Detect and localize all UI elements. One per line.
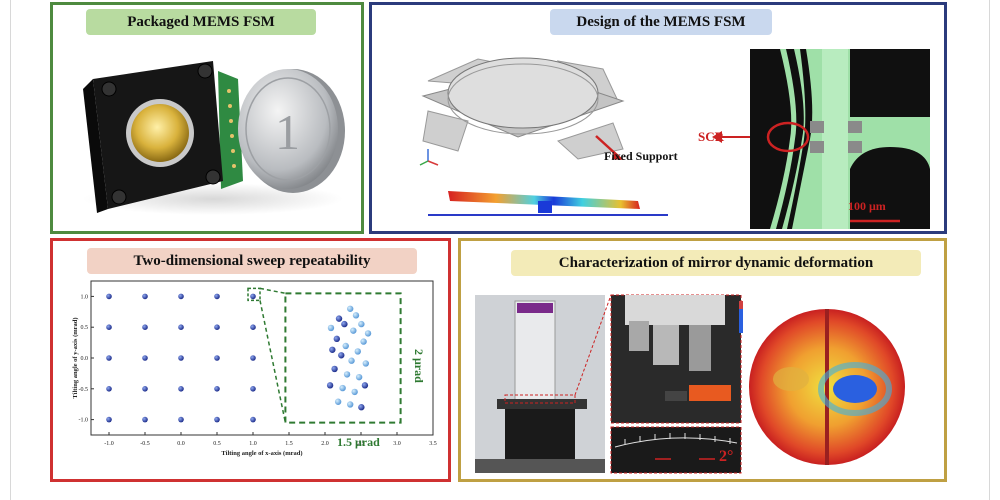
- panel-packaged-fsm: Packaged MEMS FSM 1: [50, 2, 364, 234]
- scatter-point: [178, 293, 184, 300]
- x-tick-label: -0.5: [140, 441, 150, 447]
- zoom-height-label: 2 μrad: [412, 349, 426, 383]
- scatter-point: [250, 293, 256, 300]
- x-tick-label: 3.5: [429, 441, 437, 447]
- scatter-point: [106, 386, 112, 392]
- scatter-point: [214, 355, 220, 361]
- panel-title-sweep: Two-dimensional sweep repeatability: [87, 248, 417, 274]
- panel-title-design: Design of the MEMS FSM: [550, 9, 772, 35]
- page-frame: [10, 0, 990, 500]
- scatter-point: [142, 324, 148, 330]
- scatter-point: [214, 293, 220, 300]
- fsm-micrograph: [750, 49, 930, 229]
- y-tick-label: -1.0: [79, 418, 89, 424]
- scatter-point: [250, 386, 256, 392]
- zoom-scatter-point: [341, 320, 348, 328]
- zoom-scatter-point: [355, 373, 363, 381]
- scatter-point: [178, 386, 184, 392]
- coin-digit: 1: [275, 104, 300, 160]
- zoom-scatter-point: [339, 384, 346, 392]
- x-tick-label: 1.5: [285, 441, 293, 447]
- zoom-scatter-point: [342, 342, 349, 350]
- zoom-scatter-point: [360, 338, 367, 345]
- scr-arrow: [712, 131, 750, 143]
- scatter-point: [106, 293, 112, 300]
- zoom-scatter-point: [331, 365, 338, 373]
- zoom-scatter-point: [361, 382, 369, 389]
- scatter-point: [214, 324, 220, 330]
- scatter-point: [178, 416, 184, 423]
- zoom-scatter-point: [334, 398, 342, 405]
- zoom-scatter-point: [362, 360, 370, 367]
- zoom-connector: [259, 300, 287, 423]
- zoom-scatter-point: [338, 352, 345, 359]
- x-tick-label: 3.0: [393, 441, 401, 447]
- panel-sweep-repeatability: Two-dimensional sweep repeatability -1.0…: [50, 238, 451, 482]
- zoom-width-label: 1.5 μrad: [337, 435, 380, 449]
- zoom-scatter-point: [346, 401, 354, 408]
- packaged-fsm-photo: 1: [83, 61, 345, 215]
- y-tick-label: 0.5: [81, 325, 89, 331]
- scatter-point: [142, 355, 148, 361]
- y-tick-label: 0.0: [81, 356, 89, 362]
- scatter-point: [178, 324, 184, 330]
- x-tick-label: 2.5: [357, 441, 365, 447]
- zoom-scatter-point: [327, 324, 335, 332]
- dynamic-setup-photos: [475, 294, 905, 474]
- zoom-connector: [259, 287, 286, 295]
- scatter-point: [142, 386, 148, 392]
- panel-dynamic-deformation: Characterization of mirror dynamic defor…: [458, 238, 947, 482]
- scr-label: SCR: [698, 129, 725, 144]
- zoom-scatter-point: [364, 330, 372, 337]
- x-tick-label: 1.0: [249, 441, 257, 447]
- zoom-scatter-point: [343, 371, 351, 378]
- zoom-scatter-point: [333, 335, 340, 343]
- scatter-point: [142, 293, 148, 300]
- fsm-3d-model: [419, 57, 668, 216]
- scatter-point: [250, 416, 256, 423]
- x-tick-label: 0.5: [213, 441, 221, 447]
- x-axis-label: Tilting angle of x-axis (mrad): [221, 450, 302, 457]
- zoom-scatter-point: [350, 327, 357, 334]
- y-tick-label: 1.0: [81, 294, 89, 300]
- zoom-scatter-point: [352, 312, 360, 319]
- zoom-box: [284, 292, 402, 424]
- zoom-scatter-point: [326, 382, 334, 389]
- sweep-scatter-chart: -1.0 -0.5 0.0 0.5 1.0 1.5 2.0 2.5 3.0 3.5 1.0 0.5 0.…: [72, 280, 437, 457]
- scatter-point: [250, 324, 256, 330]
- scatter-point: [214, 416, 220, 423]
- zoom-source-box: [247, 287, 261, 302]
- panel-title-packaged: Packaged MEMS FSM: [86, 9, 316, 35]
- rotation-angle-label: 2°: [719, 448, 734, 465]
- scatter-point: [250, 355, 256, 361]
- scatter-point: [106, 324, 112, 330]
- panel-fsm-design: Design of the MEMS FSM Fixed Support SCR: [369, 2, 947, 234]
- zoom-scatter-point: [329, 346, 336, 353]
- x-tick-label: 0.0: [177, 441, 185, 447]
- panel-title-dynamic: Characterization of mirror dynamic defor…: [511, 250, 921, 276]
- scatter-point: [142, 416, 148, 423]
- scatter-point: [178, 355, 184, 361]
- zoom-scatter-point: [358, 320, 365, 328]
- rotation-dial-photo: [610, 426, 742, 474]
- scatter-point: [214, 386, 220, 392]
- x-tick-label: -1.0: [104, 441, 114, 447]
- scatter-point: [106, 416, 112, 423]
- x-tick-label: 2.0: [321, 441, 329, 447]
- zoom-scatter-point: [348, 357, 355, 364]
- zoom-scatter-point: [335, 315, 343, 322]
- y-axis-label: Tilting angle of y-axis (mrad): [72, 317, 79, 398]
- scale-bar-label: 100 μm: [848, 199, 886, 213]
- zoom-scatter-point: [354, 348, 361, 355]
- fixed-support-label: Fixed Support: [604, 149, 678, 163]
- y-tick-label: -0.5: [79, 387, 89, 393]
- zoom-scatter-point: [346, 305, 354, 312]
- zoom-scatter-point: [358, 404, 365, 411]
- zoom-scatter-point: [351, 388, 358, 396]
- scatter-point: [106, 355, 112, 361]
